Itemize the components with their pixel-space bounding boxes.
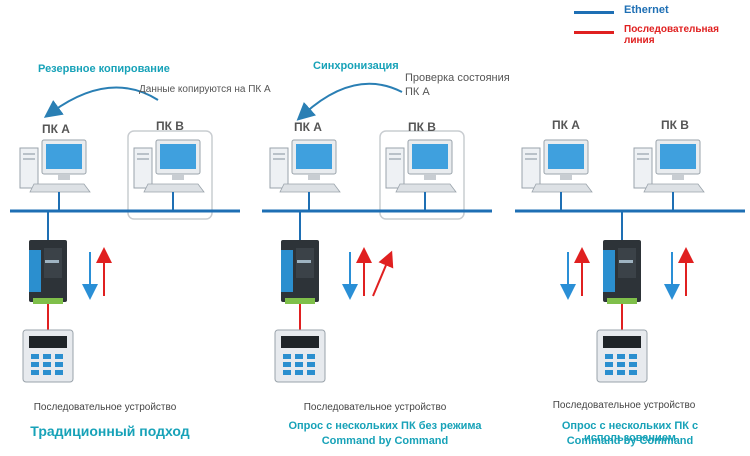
highlight-box-pc-b bbox=[379, 130, 465, 220]
highlight-box-pc-b bbox=[127, 130, 213, 220]
pc-label-b: ПК В bbox=[156, 119, 184, 133]
legend-ethernet-label: Ethernet bbox=[624, 4, 669, 16]
panel-2 bbox=[262, 82, 492, 383]
computer-icon bbox=[385, 139, 457, 193]
caption-no-cbc-line1: Опрос с нескольких ПК без режима bbox=[288, 420, 482, 432]
pc-label-b: ПК В bbox=[661, 118, 689, 132]
mode-title-sync: Синхронизация bbox=[313, 60, 399, 72]
computer-icon bbox=[633, 139, 705, 193]
serial-device-icon bbox=[274, 329, 326, 383]
note-sync-line1: Проверка состояния bbox=[405, 72, 510, 84]
serial-device-label: Последовательное устройство bbox=[552, 400, 696, 411]
caption-no-cbc-line2: Command by Command bbox=[321, 435, 449, 447]
serial-device-icon bbox=[596, 329, 648, 383]
computer-icon bbox=[19, 139, 91, 193]
serial-server-icon bbox=[281, 240, 319, 304]
mode-title-backup: Резервное копирование bbox=[38, 63, 170, 75]
computer-icon bbox=[521, 139, 593, 193]
serial-device-label: Последовательное устройство bbox=[33, 402, 177, 413]
computer-icon bbox=[133, 139, 205, 193]
legend-serial-label: Последовательная линия bbox=[624, 24, 719, 46]
computer-icon bbox=[269, 139, 341, 193]
pc-label-b: ПК В bbox=[408, 120, 436, 134]
serial-device-icon bbox=[22, 329, 74, 383]
legend-serial-line bbox=[574, 31, 614, 34]
panel-1 bbox=[10, 86, 240, 383]
caption-cbc-line1: Опрос с нескольких ПК с использованием bbox=[561, 420, 699, 444]
serial-device-label: Последовательное устройство bbox=[303, 402, 447, 413]
serial-server-icon bbox=[29, 240, 67, 304]
pc-label-a: ПК А bbox=[294, 120, 322, 134]
backup-curve-arrow bbox=[43, 86, 159, 118]
sync-curve-arrow bbox=[296, 82, 403, 121]
note-backup: Данные копируются на ПК А bbox=[139, 84, 271, 95]
pc-label-a: ПК А bbox=[552, 118, 580, 132]
caption-traditional: Традиционный подход bbox=[30, 423, 190, 439]
serial-server-icon bbox=[603, 240, 641, 304]
arrow-icon bbox=[372, 250, 394, 297]
pc-label-a: ПК А bbox=[42, 122, 70, 136]
caption-cbc-line2: Command by Command bbox=[566, 435, 694, 447]
legend-ethernet-line bbox=[574, 11, 614, 14]
note-sync-line2: ПК А bbox=[405, 86, 430, 98]
panel-3 bbox=[515, 139, 745, 383]
